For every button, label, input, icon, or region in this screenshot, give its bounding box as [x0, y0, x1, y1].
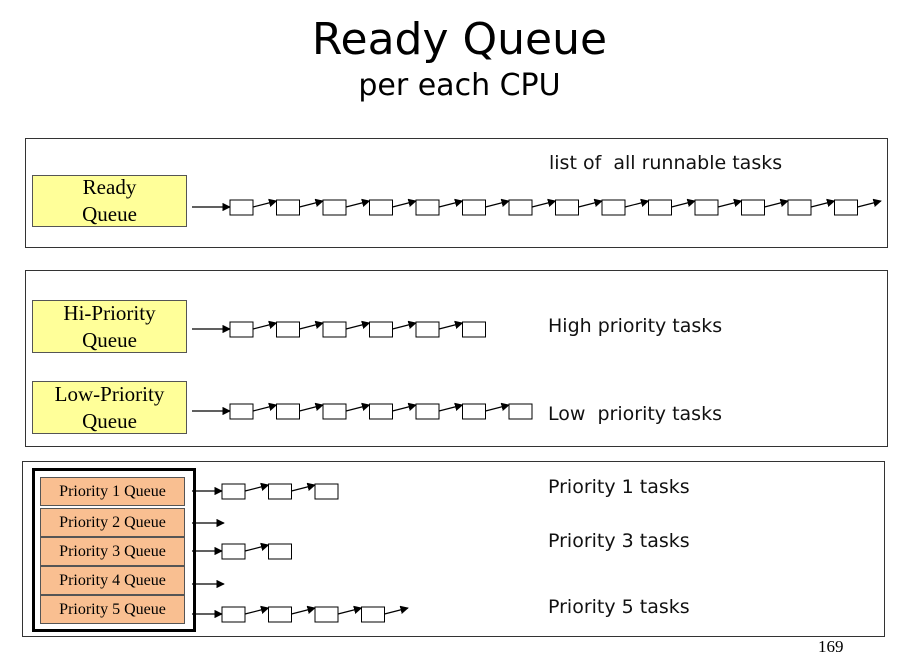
ready-queue-task-node	[229, 199, 254, 216]
priority-1-queue: Priority 1 Queue	[40, 477, 185, 506]
low-priority-next-pointer	[485, 402, 510, 412]
low-priority-task-node	[322, 403, 347, 420]
low-priority-task-node	[369, 403, 393, 420]
low-priority-next-pointer	[392, 402, 417, 412]
low-priority-label-line1: Low-Priority	[54, 381, 165, 406]
ready-queue-next-pointer	[438, 198, 464, 208]
priority-1-task-node	[268, 483, 292, 500]
hi-priority-label-line1: Hi-Priority	[63, 300, 156, 325]
ready-queue-task-node	[694, 199, 719, 216]
priority-3-description: Priority 3 tasks	[548, 530, 690, 552]
low-priority-task-node	[276, 403, 300, 420]
ready-queue-task-node	[462, 199, 486, 216]
ready-queue-next-pointer	[252, 198, 278, 208]
hi-priority-next-pointer	[345, 320, 371, 330]
hi-priority-task-node	[229, 321, 254, 338]
priority-5-queue: Priority 5 Queue	[40, 595, 185, 624]
priority-3-task-node	[221, 543, 246, 560]
page-title: Ready Queue	[311, 14, 608, 65]
ready-queue-next-pointer	[764, 198, 789, 208]
hi-priority-next-pointer	[299, 320, 324, 330]
priority-5-task-node	[314, 606, 339, 623]
ready-queue-task-node	[415, 199, 440, 216]
priority-5-next-pointer	[244, 605, 270, 615]
ready-queue-next-pointer	[299, 198, 324, 208]
priority-1-next-pointer	[291, 482, 316, 492]
ready-queue-task-node	[787, 199, 812, 216]
ready-queue-task-node	[508, 199, 533, 216]
priority-5-next-pointer	[291, 605, 316, 615]
low-priority-next-pointer	[345, 402, 371, 412]
priority-5-description: Priority 5 tasks	[548, 596, 690, 618]
ready-queue-description: list of all runnable tasks	[549, 152, 783, 174]
low-priority-task-node	[229, 403, 254, 420]
ready-queue-next-pointer	[531, 198, 557, 208]
ready-queue-next-pointer	[578, 198, 603, 208]
low-priority-next-pointer	[438, 402, 464, 412]
ready-queue-next-pointer	[810, 198, 836, 208]
hi-priority-task-node	[369, 321, 393, 338]
ready-queue-label-line2: Queue	[82, 202, 137, 226]
priority-1-task-node	[221, 483, 246, 500]
hi-priority-next-pointer	[438, 320, 464, 330]
ready-queue-task-node	[648, 199, 672, 216]
ready-queue-label: Ready Queue	[32, 175, 187, 227]
priority-5-next-pointer	[384, 605, 409, 615]
priority-4-queue: Priority 4 Queue	[40, 566, 185, 595]
ready-queue-task-node	[834, 199, 858, 216]
priority-5-next-pointer	[337, 605, 363, 615]
ready-queue-next-pointer	[345, 198, 371, 208]
hi-priority-description: High priority tasks	[548, 315, 723, 337]
ready-queue-next-pointer	[717, 198, 743, 208]
hi-priority-next-pointer	[252, 320, 278, 330]
hi-priority-label-line2: Queue	[82, 327, 137, 352]
hi-priority-task-node	[276, 321, 300, 338]
hi-priority-task-node	[322, 321, 347, 338]
ready-queue-task-node	[601, 199, 626, 216]
low-priority-task-node	[415, 403, 440, 420]
ready-queue-next-pointer	[624, 198, 650, 208]
low-priority-next-pointer	[252, 402, 278, 412]
hi-priority-queue-label: Hi-Priority Queue	[32, 300, 187, 353]
hi-priority-next-pointer	[392, 320, 417, 330]
priority-1-description: Priority 1 tasks	[548, 476, 690, 498]
ready-queue-next-pointer	[671, 198, 696, 208]
priority-1-next-pointer	[244, 482, 270, 492]
low-priority-queue-label: Low-Priority Queue	[32, 381, 187, 434]
ready-queue-label-line1: Ready	[82, 175, 137, 199]
low-priority-next-pointer	[299, 402, 324, 412]
priority-1-task-node	[314, 483, 339, 500]
hi-priority-task-node	[462, 321, 486, 338]
ready-queue-task-node	[322, 199, 347, 216]
low-priority-label-line2: Queue	[82, 408, 137, 433]
priority-5-task-node	[361, 606, 385, 623]
low-priority-task-node	[462, 403, 486, 420]
priority-3-task-node	[268, 543, 292, 560]
priority-3-next-pointer	[244, 542, 270, 552]
ready-queue-next-pointer	[485, 198, 510, 208]
priority-3-queue: Priority 3 Queue	[40, 537, 185, 566]
ready-queue-task-node	[741, 199, 765, 216]
ready-queue-task-node	[276, 199, 300, 216]
ready-queue-next-pointer	[392, 198, 417, 208]
priority-queue-array: Priority 1 Queue Priority 2 Queue Priori…	[32, 468, 196, 632]
low-priority-description: Low priority tasks	[548, 403, 722, 425]
ready-queue-task-node	[369, 199, 393, 216]
low-priority-task-node	[508, 403, 533, 420]
ready-queue-next-pointer	[857, 198, 882, 208]
page-subtitle: per each CPU	[358, 68, 561, 103]
priority-2-queue: Priority 2 Queue	[40, 508, 185, 537]
priority-5-task-node	[221, 606, 246, 623]
ready-queue-task-node	[555, 199, 579, 216]
priority-5-task-node	[268, 606, 292, 623]
hi-priority-task-node	[415, 321, 440, 338]
page-number: 169	[818, 637, 844, 656]
